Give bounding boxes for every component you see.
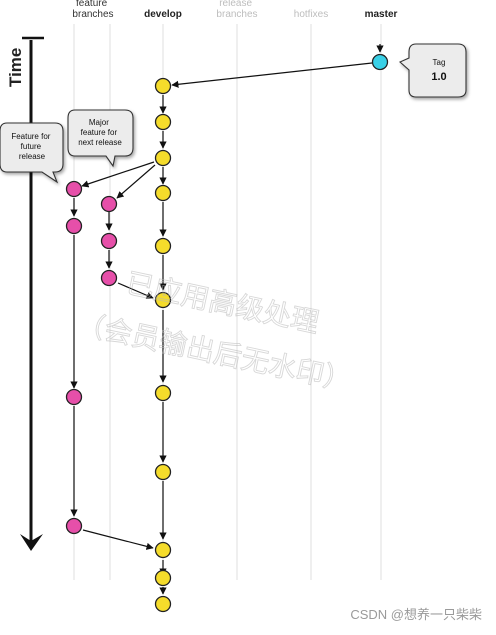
feature-b-commit bbox=[100, 195, 118, 213]
time-axis-arrowhead bbox=[20, 534, 43, 551]
column-headers: feature branches develop release branche… bbox=[72, 0, 397, 20]
develop-commits bbox=[154, 77, 172, 613]
edge-dev-to-feature-b bbox=[116, 164, 156, 199]
edge-master-to-develop bbox=[171, 62, 373, 88]
develop-commit bbox=[154, 463, 172, 481]
tag-title: Tag bbox=[433, 58, 446, 67]
feature-b-commit bbox=[100, 269, 118, 287]
develop-commit bbox=[154, 595, 172, 613]
edge-feature-a-merge bbox=[82, 529, 154, 550]
tag-value: 1.0 bbox=[431, 71, 446, 83]
tag-callout: Tag 1.0 bbox=[398, 43, 467, 98]
feature-b-commit bbox=[100, 232, 118, 250]
feature-a-commit bbox=[65, 517, 83, 535]
time-label: Time bbox=[6, 48, 25, 87]
callout-future-bubble bbox=[0, 122, 64, 184]
header-develop: develop bbox=[144, 9, 182, 20]
edges bbox=[70, 44, 384, 595]
header-release-line1: release bbox=[219, 0, 252, 9]
develop-commit bbox=[154, 569, 172, 587]
header-hotfixes: hotfixes bbox=[294, 9, 328, 20]
feature-a-commit bbox=[65, 180, 83, 198]
tag-callout-bubble bbox=[398, 43, 467, 98]
header-master: master bbox=[365, 9, 398, 20]
callout-major-text: Major feature for next release bbox=[78, 118, 122, 147]
develop-commit bbox=[154, 291, 172, 309]
callout-future-line1: Feature for bbox=[11, 132, 50, 141]
callout-major-bubble bbox=[67, 109, 134, 168]
develop-commit bbox=[154, 149, 172, 167]
feature-a-commit bbox=[65, 388, 83, 406]
header-release-branches: release branches bbox=[216, 0, 257, 20]
callout-major-feature: Major feature for next release bbox=[67, 109, 134, 168]
develop-commit bbox=[154, 541, 172, 559]
develop-commit bbox=[154, 384, 172, 402]
callout-major-line2: feature for bbox=[81, 128, 118, 137]
header-feature-line1: feature bbox=[76, 0, 108, 9]
develop-commit bbox=[154, 184, 172, 202]
develop-commit bbox=[154, 113, 172, 131]
callout-major-line1: Major bbox=[89, 118, 109, 127]
develop-commit bbox=[154, 77, 172, 95]
master-commit bbox=[371, 53, 389, 71]
edge-dev-to-feature-a bbox=[81, 161, 155, 188]
header-feature-branches: feature branches bbox=[72, 0, 113, 20]
develop-commit bbox=[154, 237, 172, 255]
header-feature-line2: branches bbox=[72, 9, 113, 20]
credit-text: CSDN @想养一只柴柴 bbox=[350, 607, 482, 622]
callout-future-line2: future bbox=[21, 142, 42, 151]
header-release-line2: branches bbox=[216, 9, 257, 20]
edge-feature-b-merge bbox=[117, 282, 154, 299]
watermark: 已应用高级处理 （会员输出后无水印） bbox=[73, 266, 355, 398]
callout-future-release: Feature for future release bbox=[0, 122, 64, 184]
feature-commits bbox=[65, 180, 118, 535]
time-axis: Time bbox=[6, 36, 44, 551]
callout-major-line3: next release bbox=[78, 138, 122, 147]
callout-future-text: Feature for future release bbox=[11, 132, 52, 161]
feature-a-commit bbox=[65, 217, 83, 235]
callout-future-line3: release bbox=[19, 152, 46, 161]
